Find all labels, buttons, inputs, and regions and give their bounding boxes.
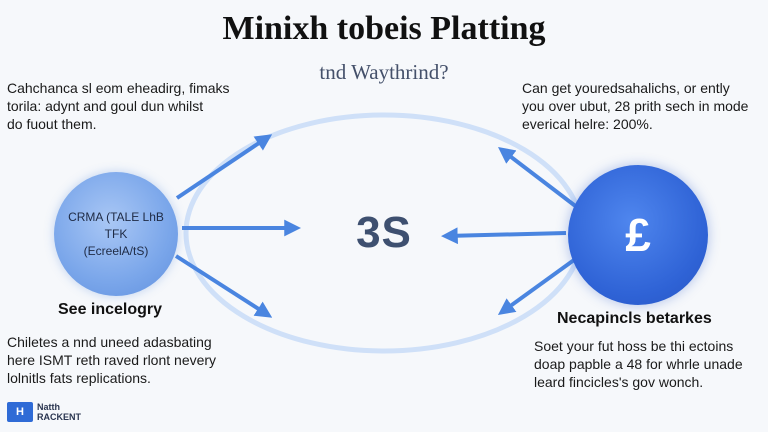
page-title: Minixh tobeis Platting — [222, 10, 546, 47]
left-node-line: TFK — [104, 226, 128, 241]
left-node: CRMA (TALE LhB TFK (EcreelA/tS) — [54, 172, 178, 296]
arrow-right-center — [440, 227, 567, 245]
top-left-line: do fuout them. — [7, 116, 97, 132]
arrow-lower-right — [497, 258, 576, 315]
top-right-text: Can get youredsahalichs, or ently you ov… — [522, 79, 748, 133]
brand-logo: H Natth RACKENT — [7, 402, 81, 422]
top-left-line: torila: adynt and goul dun whilst — [7, 98, 204, 114]
bottom-left-line: here ISMT reth raved rlont nevery — [7, 352, 217, 368]
top-left-line: Cahchanca sl eom eheadirg, fimaks — [7, 80, 230, 96]
bottom-left-line: Chiletes a nnd uneed adasbating — [7, 334, 212, 350]
top-right-line: you over ubut, 28 prith sech in mode — [522, 98, 749, 114]
top-right-line: Can get youredsahalichs, or ently — [522, 80, 730, 96]
bottom-right-line: Soet your fut hoss be thi ectoins — [534, 338, 734, 354]
left-node-line: CRMA (TALE LhB — [68, 209, 164, 224]
logo-icon: H — [7, 402, 33, 422]
arrow-lower-left — [174, 254, 273, 318]
left-heading: See incelogry — [58, 301, 163, 318]
logo-line: Natth — [37, 402, 60, 412]
bottom-left-text: Chiletes a nnd uneed adasbating here ISM… — [7, 333, 216, 387]
bottom-right-text: Soet your fut hoss be thi ectoins doap p… — [534, 337, 743, 391]
bottom-right-line: doap papble a 48 for whrle unade — [534, 356, 743, 372]
page-subtitle: tnd Waythrind? — [319, 60, 449, 84]
left-node-line: (EcreelA/tS) — [83, 243, 149, 258]
top-left-text: Cahchanca sl eom eheadirg, fimaks torila… — [7, 79, 230, 133]
arrow-upper-right — [497, 146, 580, 210]
arrow-upper-left — [175, 134, 273, 200]
center-label: 3S — [356, 208, 412, 257]
logo-text: Natth RACKENT — [37, 402, 81, 422]
bottom-left-line: lolnitls fats replications. — [7, 370, 151, 386]
top-right-line: everical helre: 200%. — [522, 116, 653, 132]
right-heading: Necapincls betarkes — [557, 310, 712, 327]
bottom-right-line: leard fincicles's gov wonch. — [534, 374, 704, 390]
logo-line: RACKENT — [37, 412, 81, 422]
pound-icon: £ — [568, 165, 708, 305]
